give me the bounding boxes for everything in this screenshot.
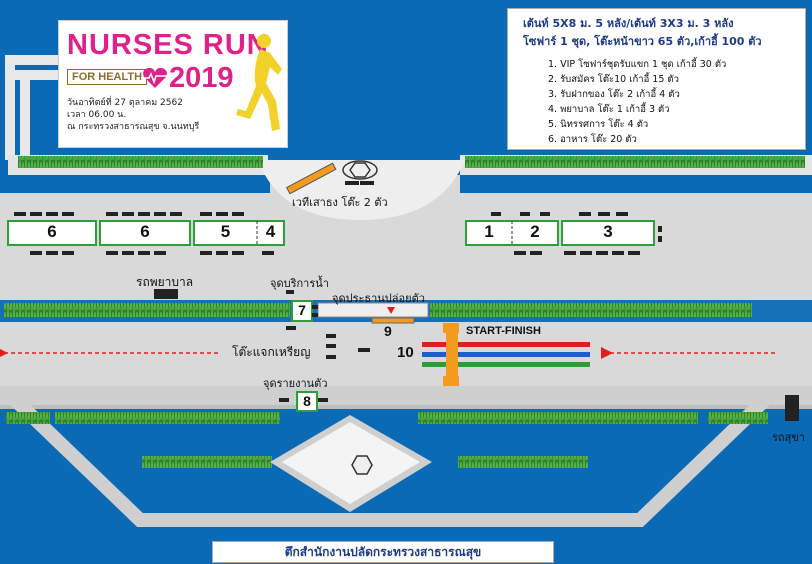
start-finish-label: START-FINISH — [466, 325, 541, 337]
plaza-inner — [282, 422, 420, 504]
event-date: วันอาทิตย์ที่ 27 ตุลาคม 2562 — [67, 98, 183, 108]
info-title-line2: โซฟาร์ 1 ชุด, โต๊ะหน้าขาว 65 ตัว,เก้าอี้… — [523, 35, 762, 48]
list-item: 4. พยาบาล โต๊ะ 1 เก้าอี้ 3 ตัว — [548, 104, 670, 115]
water-point-label: จุดบริการน้ำ — [270, 277, 329, 290]
marker-7-box — [291, 300, 313, 322]
list-item: 6. อาหาร โต๊ะ 20 ตัว — [548, 134, 637, 145]
start-line-green — [422, 362, 590, 367]
list-item: 5. นิทรรศการ โต๊ะ 4 ตัว — [548, 119, 649, 130]
chair-release-label: จุดประธานปล่อยตัว — [332, 292, 425, 305]
logo-details: วันอาทิตย์ที่ 27 ตุลาคม 2562 เวลา 06.00 … — [67, 97, 199, 133]
grass-strip-top-left — [18, 156, 263, 168]
marker-7: 7 — [298, 302, 306, 318]
tent-6a — [7, 220, 97, 246]
release-marker — [387, 307, 395, 314]
median-white-strip — [317, 302, 429, 318]
tables-bottom — [30, 251, 640, 255]
marker-9: 9 — [384, 323, 392, 339]
tent-6b — [99, 220, 191, 246]
start-line-red — [422, 342, 590, 347]
release-table — [371, 317, 415, 324]
tent-3 — [561, 220, 655, 246]
list-item: 3. รับฝากของ โต๊ะ 2 เก้าอี้ 4 ตัว — [548, 89, 680, 100]
info-list: 1. VIP โซฟาร์ชุดรับแขก 1 ชุด เก้าอี้ 30 … — [548, 57, 726, 147]
grass-median-right — [430, 303, 752, 317]
logo-for-health: FOR HEALTH — [67, 69, 148, 85]
toilet-truck-label: รถสุขา — [772, 431, 805, 444]
info-title-line1: เต้นท์ 5X8 ม. 5 หลัง/เต้นท์ 3X3 ม. 3 หลั… — [523, 17, 734, 30]
list-item: 1. VIP โซฟาร์ชุดรับแขก 1 ชุด เก้าอี้ 30 … — [548, 59, 727, 70]
marker-8-box — [296, 391, 318, 412]
start-line-blue — [422, 352, 590, 357]
info-title: เต้นท์ 5X8 ม. 5 หลัง/เต้นท์ 3X3 ม. 3 หลั… — [523, 15, 762, 51]
stage-table — [285, 162, 337, 195]
tent-label-3: 3 — [603, 222, 613, 241]
heart-icon — [141, 67, 169, 88]
tent-label-4: 4 — [265, 222, 276, 241]
stage-label: เวทีเสาธง โต๊ะ 2 ตัว — [292, 196, 388, 209]
v-path — [5, 389, 775, 527]
event-logo: NURSES RUN FOR HEALTH 2019 วันอาทิตย์ที่… — [58, 20, 288, 148]
top-path — [5, 55, 58, 160]
event-time: เวลา 06.00 น. — [67, 110, 127, 120]
start-gate-post — [446, 323, 458, 385]
ambulance-label: รถพยาบาล — [136, 275, 194, 289]
event-place: ณ กระทรวงสาธารณสุข จ.นนทบุรี — [67, 122, 200, 132]
tent-5-4 — [193, 220, 285, 246]
building-label: ตึกสำนักงานปลัดกระทรวงสาธารณสุข — [212, 541, 554, 563]
medal-table-label: โต๊ะแจกเหรียญ — [232, 345, 311, 359]
logo-title: NURSES RUN — [67, 29, 269, 61]
tent-label-6a: 6 — [47, 222, 57, 241]
ambulance-vehicle — [154, 289, 178, 299]
lower-road — [0, 386, 812, 408]
tent-label-6b: 6 — [140, 222, 150, 241]
runner-icon — [236, 34, 282, 131]
marker-10: 10 — [397, 344, 414, 361]
tent-label-2: 2 — [530, 222, 540, 241]
tent-label-1: 1 — [484, 222, 494, 241]
toilet-truck-vehicle — [785, 395, 799, 421]
stage-hexagon — [349, 162, 371, 178]
list-item: 2. รับสมัคร โต๊ะ10 เก้าอี้ 15 ตัว — [548, 74, 679, 85]
grass-strip-top-right — [465, 156, 805, 168]
tables-top — [14, 212, 628, 216]
report-point-label: จุดรายงานตัว — [263, 377, 328, 390]
logo-year: 2019 — [169, 62, 234, 94]
grass-median-left — [4, 303, 290, 317]
marker-8: 8 — [303, 393, 311, 409]
plaza-hexagon — [351, 455, 373, 475]
tent-label-5: 5 — [220, 222, 231, 241]
equipment-info-box: เต้นท์ 5X8 ม. 5 หลัง/เต้นท์ 3X3 ม. 3 หลั… — [507, 8, 806, 150]
